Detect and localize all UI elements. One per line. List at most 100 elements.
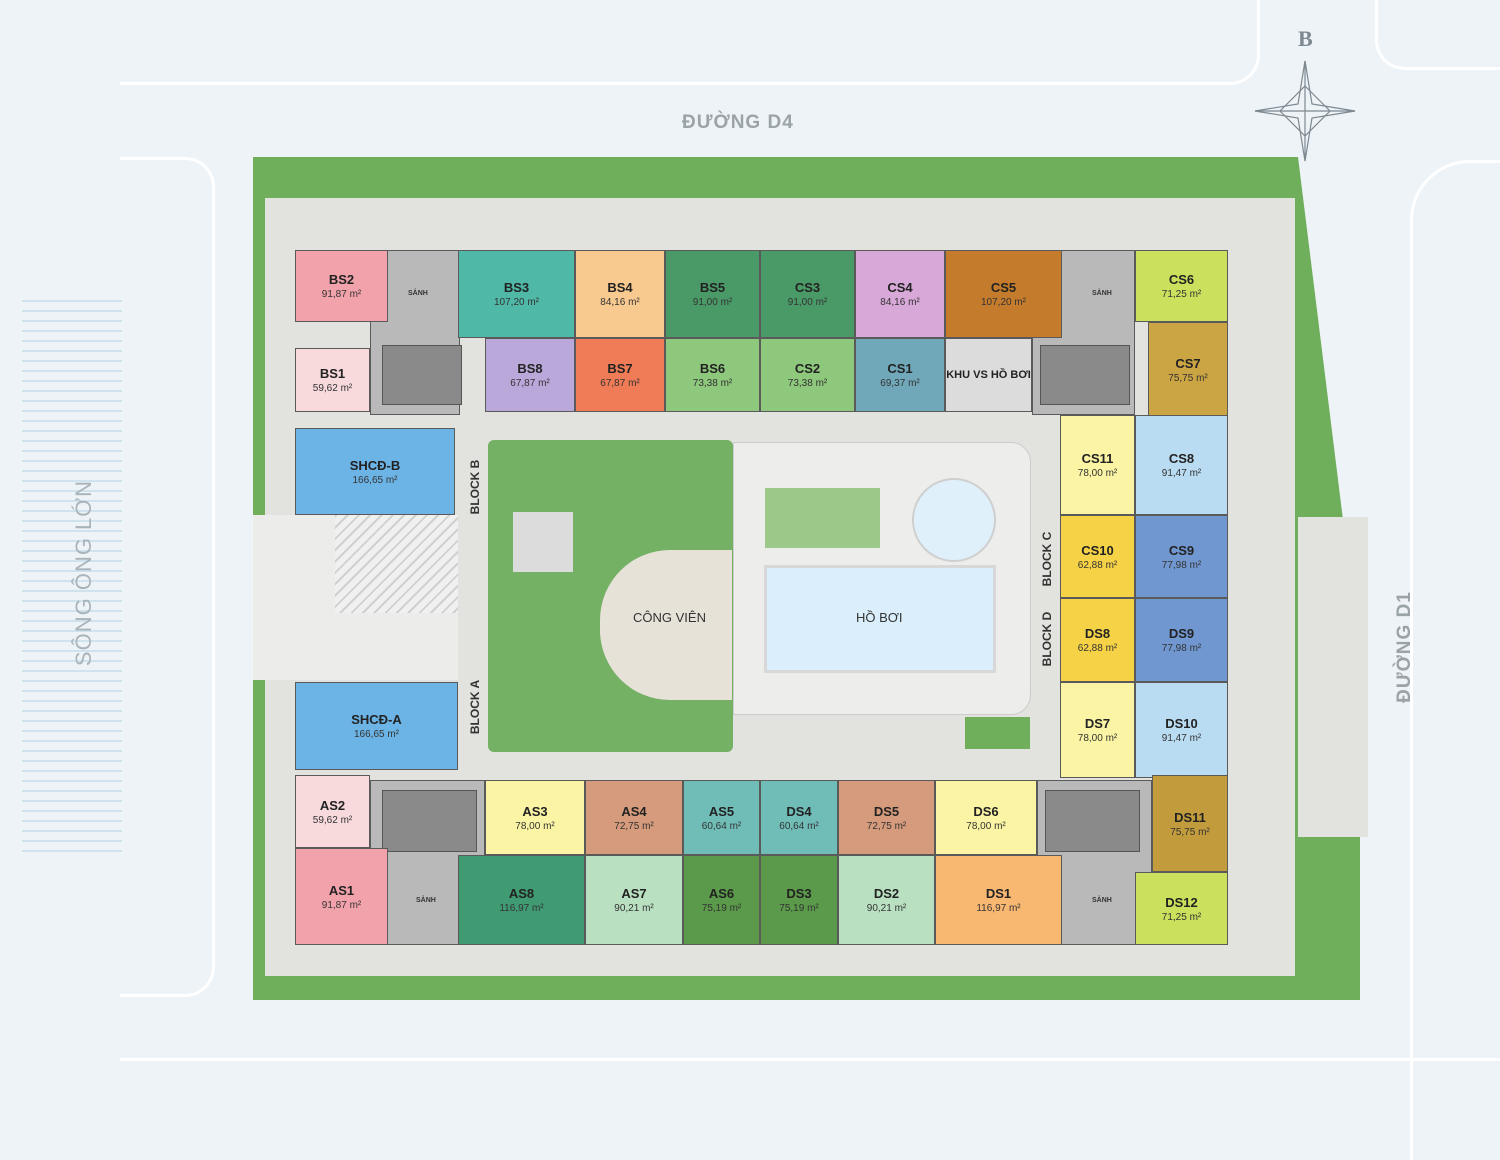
unit-name: CS9 <box>1168 542 1195 558</box>
unit-name: CS8 <box>1168 451 1195 466</box>
unit-area: 73,38 m² <box>787 378 828 389</box>
pool-restroom-label: KHU VS HỒ BƠI <box>946 369 1031 381</box>
park-label: CÔNG VIÊN <box>633 610 706 625</box>
unit-ds9[interactable]: DS9 77,98 m² <box>1135 598 1228 682</box>
unit-area: 62,88 m² <box>1077 559 1118 571</box>
unit-name: CS10 <box>1081 542 1114 558</box>
unit-name: DS8 <box>1084 626 1111 641</box>
unit-name: SHCĐ-A <box>351 712 402 727</box>
block-c-label: BLOCK C <box>1040 531 1054 587</box>
unit-area: 75,75 m² <box>1168 373 1208 384</box>
unit-area: 91,00 m² <box>787 297 828 308</box>
unit-ds8[interactable]: DS8 62,88 m² <box>1060 598 1135 682</box>
stair-core-c <box>1040 345 1130 405</box>
parking-ramp <box>335 515 458 613</box>
unit-area: 166,65 m² <box>352 474 398 486</box>
unit-area: 91,00 m² <box>692 297 733 308</box>
unit-area: 77,98 m² <box>1161 643 1202 654</box>
unit-area: 78,00 m² <box>515 820 555 832</box>
unit-area: 59,62 m² <box>312 383 353 394</box>
unit-area: 59,62 m² <box>312 814 353 826</box>
unit-area: 75,19 m² <box>779 903 819 914</box>
unit-name: CS7 <box>1175 356 1201 371</box>
unit-name: CS5 <box>990 280 1017 295</box>
unit-name: DS12 <box>1165 894 1198 910</box>
unit-name: SHCĐ-B <box>349 457 401 473</box>
street-label-north: ĐƯỜNG D4 <box>682 112 794 133</box>
unit-area: 69,37 m² <box>880 378 920 389</box>
unit-area: 67,87 m² <box>600 378 640 389</box>
unit-area: 73,38 m² <box>692 378 733 389</box>
unit-name: CS1 <box>887 361 913 376</box>
stair-core-d <box>1045 790 1140 852</box>
unit-area: 62,88 m² <box>1077 643 1118 654</box>
unit-area: 84,16 m² <box>600 297 640 308</box>
unit-name: AS1 <box>328 882 355 898</box>
unit-name: DS9 <box>1168 626 1195 641</box>
road-west <box>120 157 215 997</box>
east-landscape-strip <box>1290 157 1368 1000</box>
street-label-east: ĐƯỜNG D1 <box>1394 591 1415 703</box>
pool-round <box>912 478 996 562</box>
unit-area: 84,16 m² <box>880 297 920 308</box>
block-b-label: BLOCK B <box>468 459 482 515</box>
road-south <box>120 1058 1500 1138</box>
unit-name: DS2 <box>873 886 900 901</box>
unit-cs7[interactable]: CS7 75,75 m² <box>1148 322 1228 418</box>
unit-area: 71,25 m² <box>1161 911 1202 923</box>
unit-name: AS4 <box>621 803 647 819</box>
unit-area: 90,21 m² <box>614 903 654 914</box>
unit-name: DS5 <box>873 803 900 819</box>
unit-name: AS6 <box>708 886 735 901</box>
lobby-label-c: SẢNH <box>1092 290 1112 297</box>
unit-area: 91,47 m² <box>1161 733 1202 744</box>
unit-area: 60,64 m² <box>701 820 742 832</box>
unit-cs1[interactable]: CS1 69,37 m² <box>855 338 945 412</box>
pool <box>764 565 996 673</box>
lobby-label-d: SẢNH <box>1092 897 1112 904</box>
unit-name: DS4 <box>786 803 812 819</box>
unit-area: 116,97 m² <box>499 903 544 914</box>
pool-garden <box>965 717 1030 749</box>
unit-name: BS2 <box>328 272 355 287</box>
road-north <box>120 0 1260 85</box>
block-d-label: BLOCK D <box>1040 611 1054 667</box>
